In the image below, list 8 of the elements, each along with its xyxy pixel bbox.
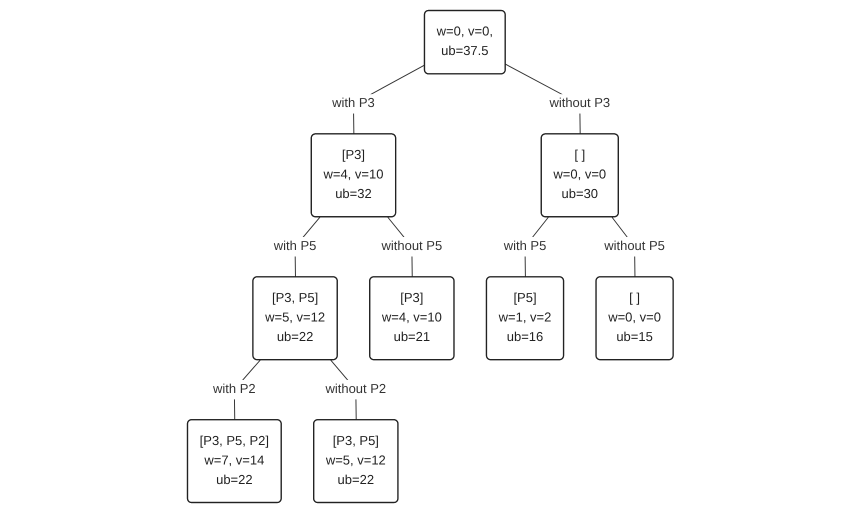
edge-label: with P2 xyxy=(212,382,256,396)
edge-label: with P5 xyxy=(273,239,316,254)
edge-label: without P2 xyxy=(325,382,386,396)
edge-label: without P5 xyxy=(604,239,665,254)
edge-label: without P3 xyxy=(549,96,610,110)
edge-label: with P5 xyxy=(503,239,546,254)
edge-label: with P3 xyxy=(332,96,374,110)
edge-label: without P5 xyxy=(381,239,442,254)
